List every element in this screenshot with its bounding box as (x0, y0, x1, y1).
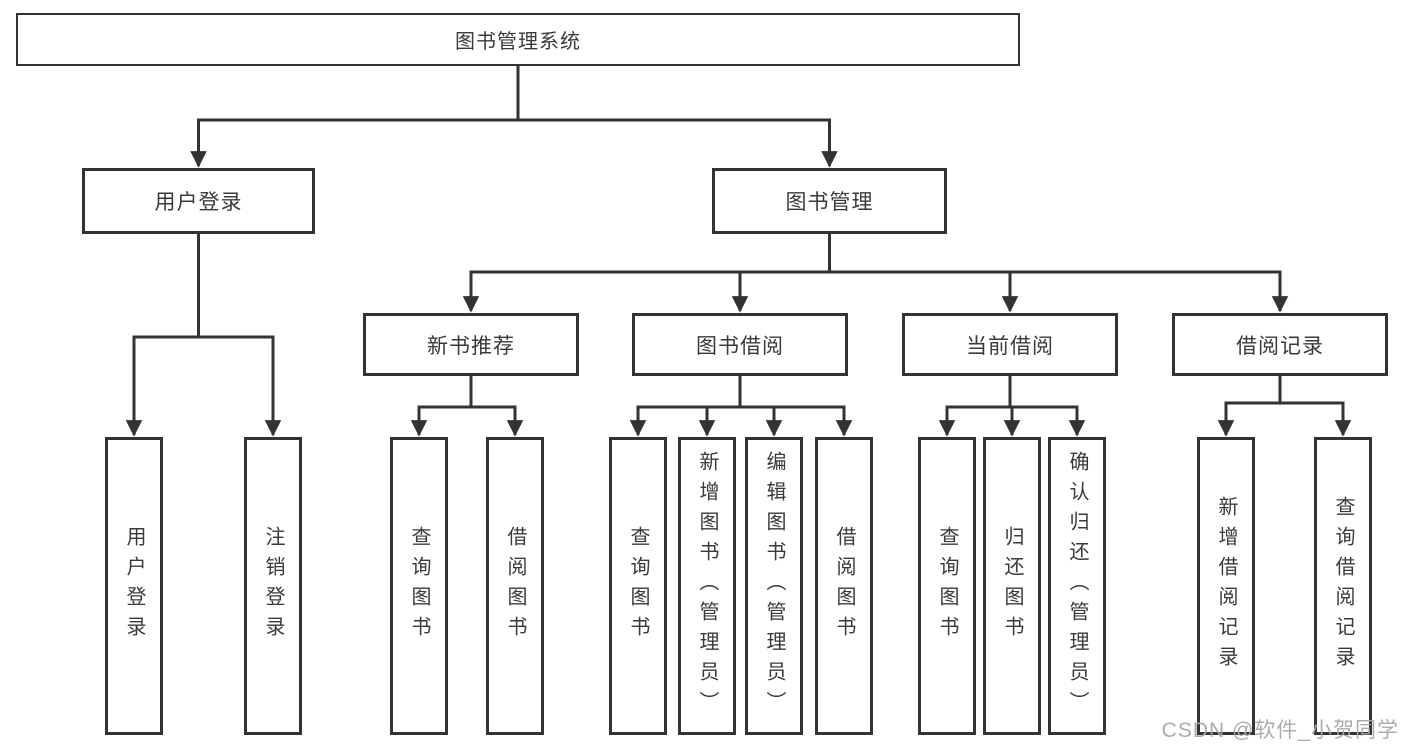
node-current-borrow-label: 当前借阅 (966, 334, 1054, 358)
leaf-label: 查询图书 (627, 526, 649, 646)
leaf-borrow-books-1: 借阅图书 (486, 437, 544, 735)
leaf-add-books-admin: 新增图书（管理员） (678, 437, 736, 735)
leaf-logout: 注销登录 (244, 437, 302, 735)
leaf-query-books-2: 查询图书 (609, 437, 667, 735)
node-new-book-recommend-label: 新书推荐 (427, 334, 515, 358)
leaf-label: 归还图书 (1001, 526, 1023, 646)
node-user-login: 用户登录 (82, 168, 315, 234)
leaf-label: 确认归还（管理员） (1066, 451, 1088, 721)
leaf-add-borrow-record: 新增借阅记录 (1197, 437, 1255, 735)
leaf-label: 借阅图书 (833, 526, 855, 646)
node-current-borrow: 当前借阅 (902, 313, 1118, 376)
leaf-label: 查询图书 (408, 526, 430, 646)
leaf-confirm-return-admin: 确认归还（管理员） (1048, 437, 1106, 735)
leaf-label: 查询借阅记录 (1332, 496, 1354, 676)
leaf-label: 注销登录 (262, 526, 284, 646)
node-root-label: 图书管理系统 (455, 31, 581, 53)
node-book-management: 图书管理 (712, 168, 947, 234)
leaf-edit-books-admin: 编辑图书（管理员） (745, 437, 803, 735)
leaf-query-borrow-record: 查询借阅记录 (1314, 437, 1372, 735)
leaf-label: 用户登录 (123, 526, 145, 646)
leaf-label: 新增图书（管理员） (696, 451, 718, 721)
leaf-label: 借阅图书 (504, 526, 526, 646)
node-book-borrow-label: 图书借阅 (696, 334, 784, 358)
leaf-label: 查询图书 (936, 526, 958, 646)
node-book-management-label: 图书管理 (785, 191, 874, 214)
csdn-watermark: CSDN @软件_小贺同学 (1161, 719, 1399, 742)
node-borrow-record-label: 借阅记录 (1236, 334, 1324, 358)
node-book-borrow: 图书借阅 (632, 313, 848, 376)
leaf-return-books: 归还图书 (983, 437, 1041, 735)
leaf-label: 新增借阅记录 (1215, 496, 1237, 676)
node-root: 图书管理系统 (16, 13, 1020, 66)
leaf-user-login: 用户登录 (105, 437, 163, 735)
leaf-query-books-3: 查询图书 (918, 437, 976, 735)
node-new-book-recommend: 新书推荐 (363, 313, 579, 376)
leaf-label: 编辑图书（管理员） (763, 451, 785, 721)
node-borrow-record: 借阅记录 (1172, 313, 1388, 376)
leaf-borrow-books-2: 借阅图书 (815, 437, 873, 735)
leaf-query-books-1: 查询图书 (390, 437, 448, 735)
node-user-login-label: 用户登录 (154, 191, 243, 214)
